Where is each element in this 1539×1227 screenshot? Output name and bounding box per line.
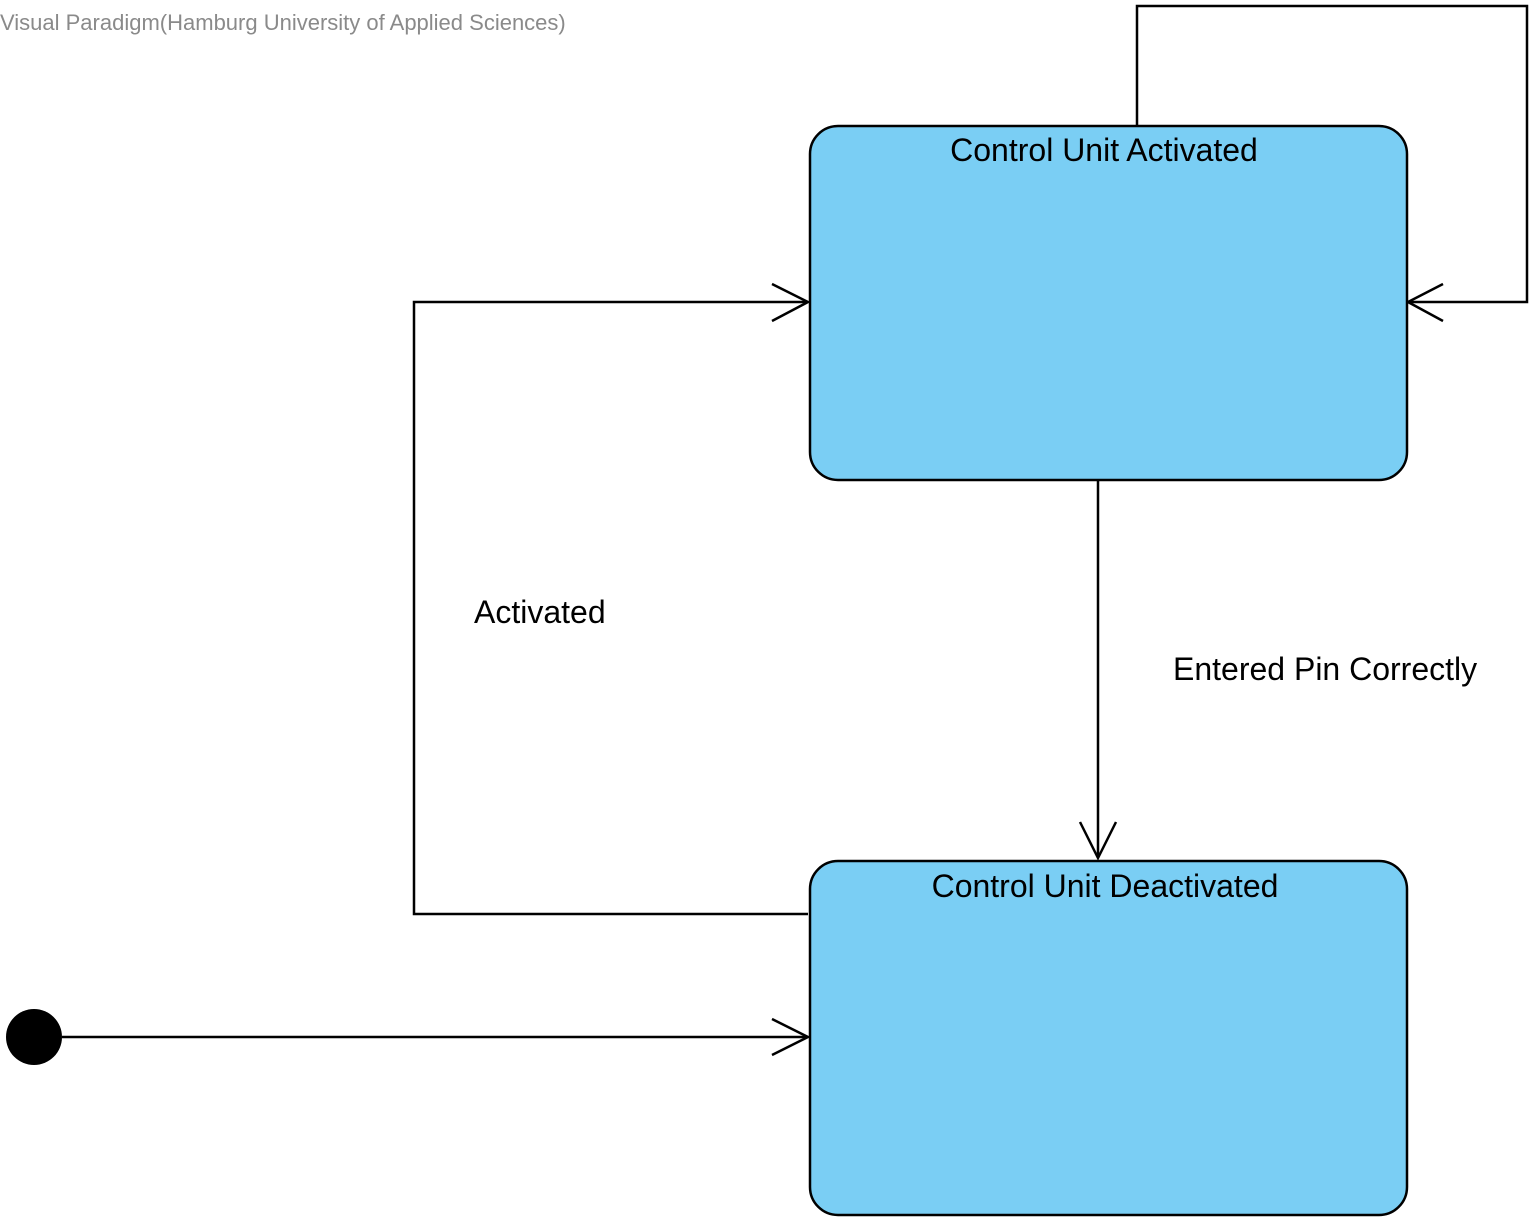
state-activated-box [808,124,1409,482]
transition-activated-to-deactivated[interactable]: Entered Pin Correctly [1078,481,1477,861]
activated-transition-label: Activated [474,594,606,630]
initial-state-dot[interactable] [6,1009,62,1065]
pin-transition-arrowhead [1078,821,1118,861]
activated-transition-arrowhead [771,282,811,323]
watermark: Visual Paradigm(Hamburg University of Ap… [0,10,566,35]
state-deactivated-box [808,859,1409,1217]
self-loop-edge [1135,4,1529,304]
state-control-unit-activated[interactable]: Control Unit Activated [808,124,1409,482]
activated-transition-edge [412,300,808,916]
initial-transition-arrowhead [771,1017,811,1057]
state-deactivated-name: Control Unit Deactivated [932,868,1279,904]
state-control-unit-deactivated[interactable]: Control Unit Deactivated [808,859,1409,1217]
pin-transition-label: Entered Pin Correctly [1173,651,1477,687]
transition-initial-to-deactivated[interactable] [6,1009,811,1065]
state-activated-name: Control Unit Activated [950,132,1258,168]
transition-deactivated-to-activated[interactable]: Activated [412,282,811,916]
